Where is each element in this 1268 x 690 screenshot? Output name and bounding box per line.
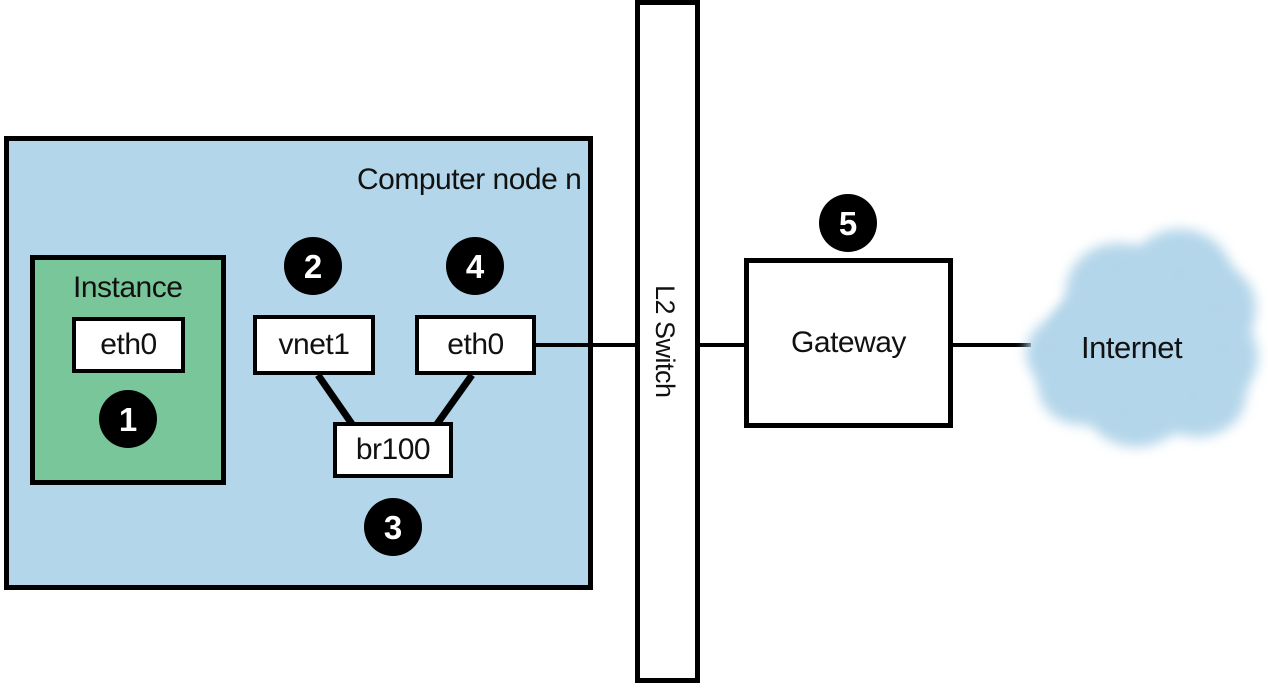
badge-3-br100: 3 bbox=[364, 498, 422, 556]
l2-switch-label: L2 Switch bbox=[650, 285, 680, 398]
instance-label: Instance bbox=[73, 271, 183, 304]
badge-4-node-eth0: 4 bbox=[446, 237, 504, 295]
instance-eth0-box[interactable]: eth0 bbox=[72, 317, 185, 373]
instance-eth0-label: eth0 bbox=[100, 328, 157, 361]
badge-5-gateway: 5 bbox=[819, 194, 877, 252]
gateway-label: Gateway bbox=[791, 326, 906, 359]
node-eth0-box[interactable]: eth0 bbox=[415, 315, 536, 375]
badge-2-vnet1: 2 bbox=[284, 237, 342, 295]
node-eth0-label: eth0 bbox=[447, 328, 504, 361]
vnet1-label: vnet1 bbox=[278, 328, 350, 361]
gateway-box[interactable]: Gateway bbox=[744, 258, 953, 428]
wire-eth0-to-switch bbox=[534, 343, 637, 347]
l2-switch-container bbox=[635, 0, 700, 683]
internet-label: Internet bbox=[1081, 330, 1183, 365]
wire-gateway-to-internet bbox=[951, 343, 1031, 347]
br100-box[interactable]: br100 bbox=[333, 422, 453, 478]
wire-switch-to-gateway bbox=[698, 343, 746, 347]
compute-node-label: Computer node n bbox=[357, 163, 582, 196]
vnet1-box[interactable]: vnet1 bbox=[253, 315, 375, 375]
badge-1-instance: 1 bbox=[99, 390, 157, 448]
internet-cloud bbox=[1010, 225, 1260, 465]
cloud-puff bbox=[1056, 273, 1216, 403]
br100-label: br100 bbox=[355, 433, 431, 466]
